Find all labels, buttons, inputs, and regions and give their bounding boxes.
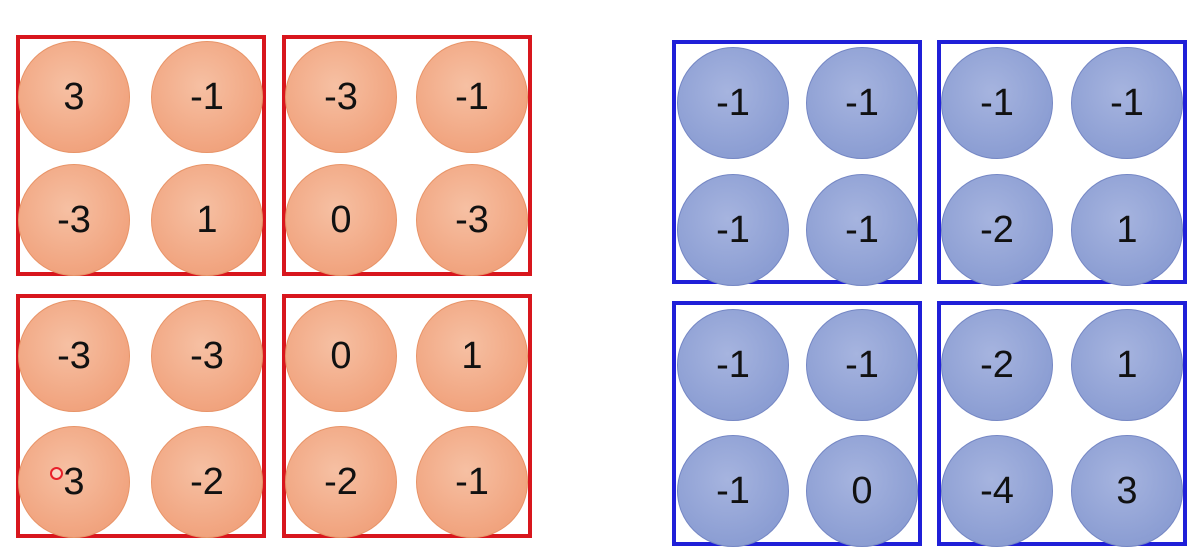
- orange-circle: 1: [416, 300, 528, 412]
- orange-circle: -1: [151, 41, 263, 153]
- red-group-bottom-right: [282, 294, 532, 538]
- blue-group-bottom-left: [672, 301, 922, 546]
- red-group-top-left: [16, 35, 266, 276]
- blue-circle: -4: [941, 435, 1053, 547]
- red-group-top-right: [282, 35, 532, 276]
- orange-circle: -3: [18, 164, 130, 276]
- blue-circle: 1: [1071, 309, 1183, 421]
- orange-circle: -3: [285, 41, 397, 153]
- orange-circle: -1: [416, 426, 528, 538]
- orange-circle: -2: [151, 426, 263, 538]
- blue-circle: -2: [941, 309, 1053, 421]
- blue-circle: -1: [677, 47, 789, 159]
- blue-circle: -1: [1071, 47, 1183, 159]
- blue-circle: -1: [677, 174, 789, 286]
- blue-circle: -1: [806, 47, 918, 159]
- orange-circle: -2: [285, 426, 397, 538]
- orange-circle: -3: [416, 164, 528, 276]
- blue-group-top-left: [672, 40, 922, 284]
- blue-circle: -2: [941, 174, 1053, 286]
- orange-circle: 3: [18, 41, 130, 153]
- blue-circle: -1: [941, 47, 1053, 159]
- blue-circle: -1: [677, 309, 789, 421]
- blue-group-top-right: [937, 40, 1187, 284]
- blue-group-bottom-right: [937, 301, 1187, 546]
- blue-circle: -1: [806, 309, 918, 421]
- cursor-indicator-icon: [50, 467, 63, 480]
- orange-circle: -1: [416, 41, 528, 153]
- blue-circle: 0: [806, 435, 918, 547]
- orange-circle: 0: [285, 164, 397, 276]
- orange-circle: 3: [18, 426, 130, 538]
- orange-circle: 1: [151, 164, 263, 276]
- orange-circle: -3: [18, 300, 130, 412]
- blue-circle: -1: [806, 174, 918, 286]
- orange-circle: 0: [285, 300, 397, 412]
- blue-circle: -1: [677, 435, 789, 547]
- blue-circle: 3: [1071, 435, 1183, 547]
- blue-circle: 1: [1071, 174, 1183, 286]
- orange-circle: -3: [151, 300, 263, 412]
- red-group-bottom-left: [16, 294, 266, 538]
